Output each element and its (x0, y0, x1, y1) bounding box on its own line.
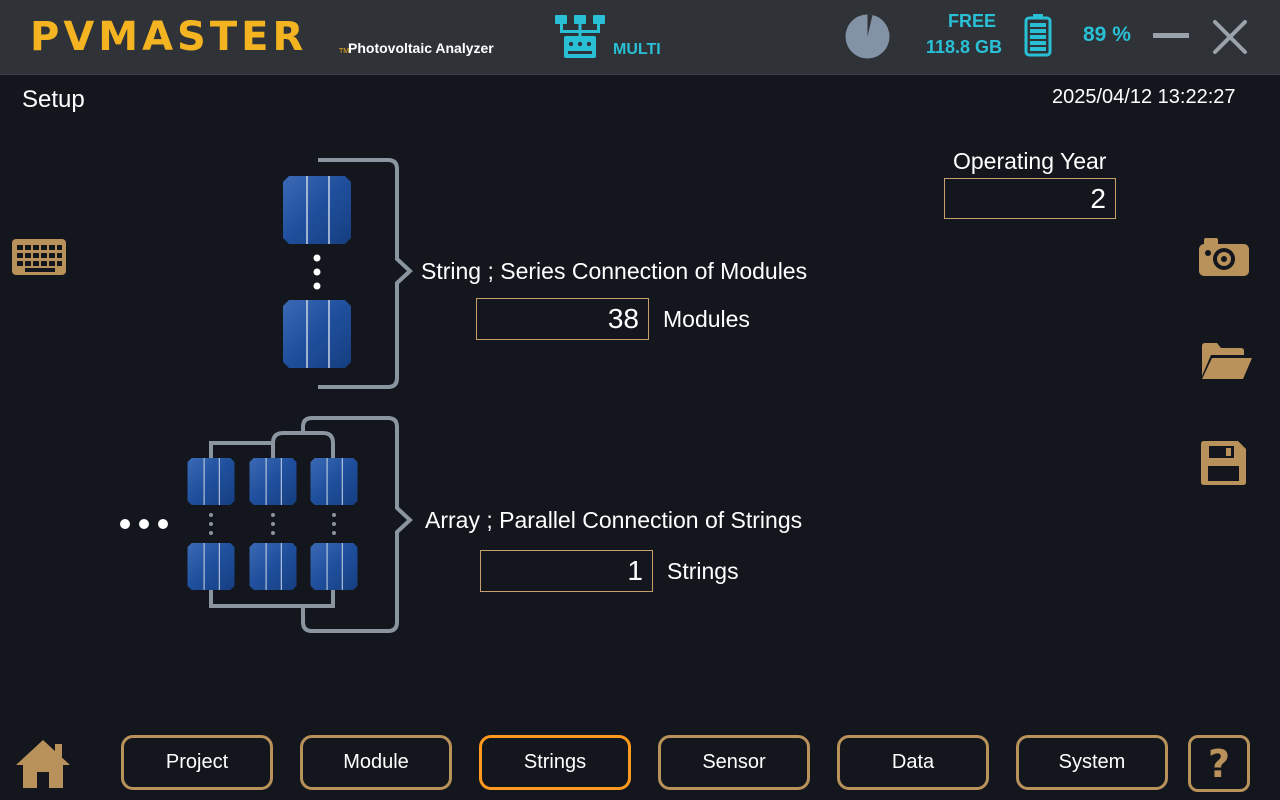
battery-icon (1024, 14, 1052, 57)
page-title: Setup (22, 86, 85, 113)
string-config-label: String ; Series Connection of Modules (421, 258, 808, 284)
tab-project[interactable]: Project (121, 735, 273, 790)
tab-label: System (1058, 751, 1126, 773)
tab-system[interactable]: System (1016, 735, 1168, 790)
tab-label: Module (343, 751, 409, 773)
modules-count-input[interactable]: 38 (476, 298, 649, 340)
tab-strings[interactable]: Strings (479, 735, 631, 790)
pvmaster-logo: PVMASTER TM (30, 14, 349, 60)
string-diagram (283, 158, 413, 389)
array-cells (120, 458, 358, 590)
minimize-button[interactable] (1153, 33, 1189, 38)
tab-label: Data (891, 751, 935, 773)
save-icon[interactable] (1200, 440, 1247, 486)
close-icon[interactable] (1212, 19, 1248, 55)
battery-percent: 89 % (1083, 23, 1131, 46)
top-bar: PVMASTER TM Photovoltaic Analyzer MULTI … (0, 0, 1280, 75)
mode-label: MULTI (613, 41, 661, 58)
tab-label: Sensor (702, 751, 766, 773)
datetime: 2025/04/12 13:22:27 (1052, 86, 1236, 108)
free-storage-value: 118.8 GB (925, 37, 1002, 57)
operating-year-label: Operating Year (953, 148, 1107, 174)
tab-data[interactable]: Data (837, 735, 989, 790)
modules-unit-label: Modules (663, 306, 750, 332)
operating-year-input[interactable]: 2 (944, 178, 1116, 219)
tab-module[interactable]: Module (300, 735, 452, 790)
help-icon: ? (1207, 741, 1231, 786)
strings-unit-label: Strings (667, 558, 739, 584)
logo-trademark: TM (339, 48, 350, 55)
array-diagram (209, 416, 413, 633)
home-icon[interactable] (14, 738, 72, 790)
camera-icon[interactable] (1198, 237, 1250, 277)
keyboard-icon[interactable] (11, 238, 67, 276)
tab-label: Project (165, 751, 229, 773)
strings-count-input[interactable]: 1 (480, 550, 653, 592)
folder-open-icon[interactable] (1201, 342, 1253, 380)
logo-text: PVMASTER (30, 14, 308, 60)
logo-subtitle: Photovoltaic Analyzer (348, 40, 494, 56)
free-storage-label: FREE (948, 11, 997, 31)
array-config-label: Array ; Parallel Connection of Strings (425, 507, 803, 533)
tab-label: Strings (523, 751, 587, 773)
help-button[interactable]: ? (1188, 735, 1250, 792)
network-tree-icon[interactable] (554, 14, 606, 60)
pie-chart-icon (845, 14, 890, 59)
tab-sensor[interactable]: Sensor (658, 735, 810, 790)
